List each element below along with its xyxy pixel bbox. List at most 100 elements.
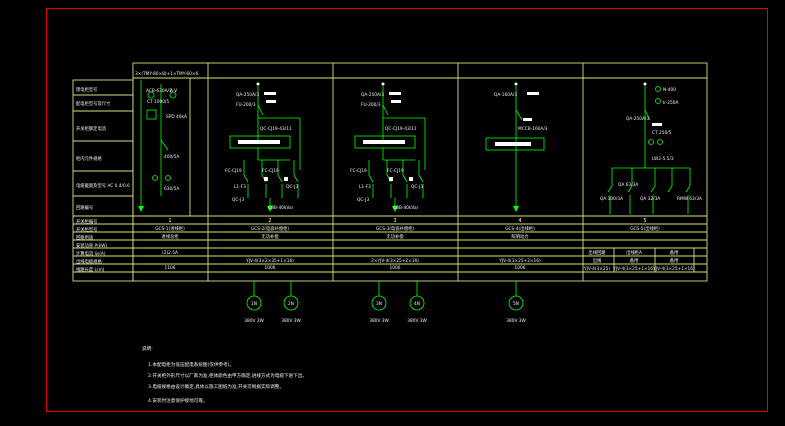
feeder-id: 2N xyxy=(288,301,294,307)
row-label: 柜内元件规格 xyxy=(76,155,102,162)
row-label: 安装功率 P(kW) xyxy=(76,242,108,249)
row-label: 馈电柜型号 xyxy=(76,86,97,93)
feeder-text: 380V 3W xyxy=(407,318,427,324)
p5-breaker-label: QA-250A/3 xyxy=(626,116,649,122)
row-label: 电缆截面及型号 AC 0.4/0.6 xyxy=(76,182,130,189)
panel-model: GCS-1(进线柜) xyxy=(155,225,185,232)
sub-label: 出线 xyxy=(593,257,602,264)
p1-meter-label: A-V xyxy=(170,88,177,94)
panel5-tag: 出线回路 xyxy=(588,249,606,256)
row-label: 配电柜型号及尺寸 xyxy=(76,100,111,107)
p4-mccb-label: MCCB-160A/3 xyxy=(518,126,548,132)
cap-bank-label: CBB-40kVar xyxy=(393,205,419,211)
panel-model: GCS-5(出线柜) xyxy=(630,225,660,232)
cap-label: QC-J3 xyxy=(232,197,244,203)
panel-1-incoming: ACB-630A/3 A-V CT 1000/5 SPD 40kA 400/5A… xyxy=(138,80,187,212)
feeder-icon xyxy=(409,295,425,311)
p1-cb-label: ACB-630A/3 xyxy=(146,88,172,94)
row-label: 开关柜型号 xyxy=(76,226,97,233)
cable-cell: 2×YJV-4(3×25+2×16) xyxy=(371,258,419,264)
panel-table-text: 1GCS-1(进线柜)进线总柜(2)2.5A11062GCS-2(电容补偿柜)无… xyxy=(155,218,695,272)
p1-spd-label: SPD 40kA xyxy=(166,114,187,120)
row-label: 出线电缆规格 xyxy=(76,258,102,265)
meter-icon xyxy=(657,139,663,145)
load-cell: (2)2.5A xyxy=(162,250,178,256)
sub-cable: YJV-4(3×25+1×16) xyxy=(652,266,695,272)
row-label: 开关柜编号 xyxy=(76,218,97,225)
meter-icon xyxy=(165,175,171,181)
feeder-id: 5N xyxy=(513,301,519,307)
feeder-text: 380V 3W xyxy=(244,318,264,324)
cap-contactor-label: QC-CJ19-43/11 xyxy=(385,126,417,132)
cap-bank-label: CBB-40kVar xyxy=(268,205,294,211)
p5-top-label: N-400 xyxy=(663,87,676,93)
feeder-id: 1N xyxy=(251,301,257,307)
p5-ct-label: CT 250/5 xyxy=(652,130,672,136)
notes-title: 说明: xyxy=(142,347,153,352)
row-label: 线路长度 L(m) xyxy=(76,266,105,273)
p4-breaker-label: QA-160A/3 xyxy=(494,92,517,98)
panel5-tag: 出线柜A xyxy=(626,249,642,256)
meter-icon xyxy=(648,139,654,145)
arrow-down-icon xyxy=(138,206,144,212)
cap-label: QC-J3 xyxy=(357,197,369,203)
p5-out3-label: QA 32/3A xyxy=(640,196,660,202)
p5-out2-label: QA 100/3A xyxy=(600,196,623,202)
length-cell: 1006 xyxy=(390,265,401,271)
diagram-grid xyxy=(72,62,708,282)
panel5-tag: 备用 xyxy=(670,249,679,256)
cap-small-label: FC-CJ19 xyxy=(225,168,242,174)
sub-cable: YJV-4(3×25) xyxy=(583,266,610,272)
panel-use: 无功补偿 xyxy=(261,233,279,240)
p5-out1-label: QA 63/3A xyxy=(618,182,638,188)
note-line: 4.安装时注意保护接地可靠。 xyxy=(148,399,208,404)
p1-bottom-label: 630/5A xyxy=(164,186,179,192)
p5-tag-label: Ir-250A xyxy=(663,100,679,106)
panel-model: GCS-2(电容补偿柜) xyxy=(251,225,290,232)
feeder-icon xyxy=(246,295,262,311)
arrow-down-icon xyxy=(267,206,273,212)
row-label: 回路用途 xyxy=(76,234,94,241)
sub-label: 备用 xyxy=(630,257,639,264)
panel-number: 2 xyxy=(268,218,271,224)
cable-cell: YJV-4(3×2×35+1×16) xyxy=(245,258,294,264)
meter-icon xyxy=(655,86,661,92)
drawing-frame xyxy=(46,8,768,412)
cap-label: QC-J3 xyxy=(411,184,423,190)
p1-mid-label: 400/5A xyxy=(164,154,179,160)
note-line: 2.开关柜外形尺寸以厂家为准,柜体颜色由甲方确定,进线方式为电缆下进下出。 xyxy=(148,374,307,379)
meter-icon xyxy=(655,98,661,104)
cap-fuse-label: FU-200/3 xyxy=(361,102,381,108)
sub-label: 备用 xyxy=(670,257,679,264)
cap-breaker-label: QA-250A/3 xyxy=(236,92,259,98)
cap-fuse-label: FU-200/3 xyxy=(236,102,256,108)
panel-use: 无功补偿 xyxy=(386,233,404,240)
cap-small-label: FC-CJ19 xyxy=(387,168,404,174)
cable-cell: YJV-4(3×25+2×16) xyxy=(498,258,541,264)
cap-breaker-label: QA-250A/3 xyxy=(361,92,384,98)
panel-use: 进线总柜 xyxy=(161,233,179,240)
note-line: 1.本配电柜为低压配电系统图(仅供参考)。 xyxy=(148,363,235,368)
panel-5-outgoing: N-400 Ir-250A QA-250A/3 CT 250/5 LW2-5.5… xyxy=(600,82,702,214)
feeder-id: 3N xyxy=(376,301,382,307)
feeder-text: 380V 3W xyxy=(506,318,526,324)
sub-cable: YJV-4(3×25+1×16) xyxy=(612,266,655,272)
length-cell: 1106 xyxy=(165,265,176,271)
p5-out4-label: RMW 63/3A xyxy=(677,196,702,202)
feeder-text: 380V 3W xyxy=(281,318,301,324)
row-label: 计算电流 Ijs(A) xyxy=(76,250,106,257)
row-label: 开关柜额定电流 xyxy=(76,125,107,132)
arrow-down-icon xyxy=(392,206,398,212)
panel-model: GCS-4(出线柜) xyxy=(505,225,535,232)
panel-number: 3 xyxy=(393,218,396,224)
panel-model: GCS-3(电容补偿柜) xyxy=(376,225,415,232)
length-cell: 1006 xyxy=(265,265,276,271)
feeder-text: 380V 3W xyxy=(369,318,389,324)
cap-label: QC-J3 xyxy=(286,184,298,190)
row-label: 回路编号 xyxy=(76,204,93,211)
cap-contactor-label: QC-CJ19-43/11 xyxy=(260,126,292,132)
